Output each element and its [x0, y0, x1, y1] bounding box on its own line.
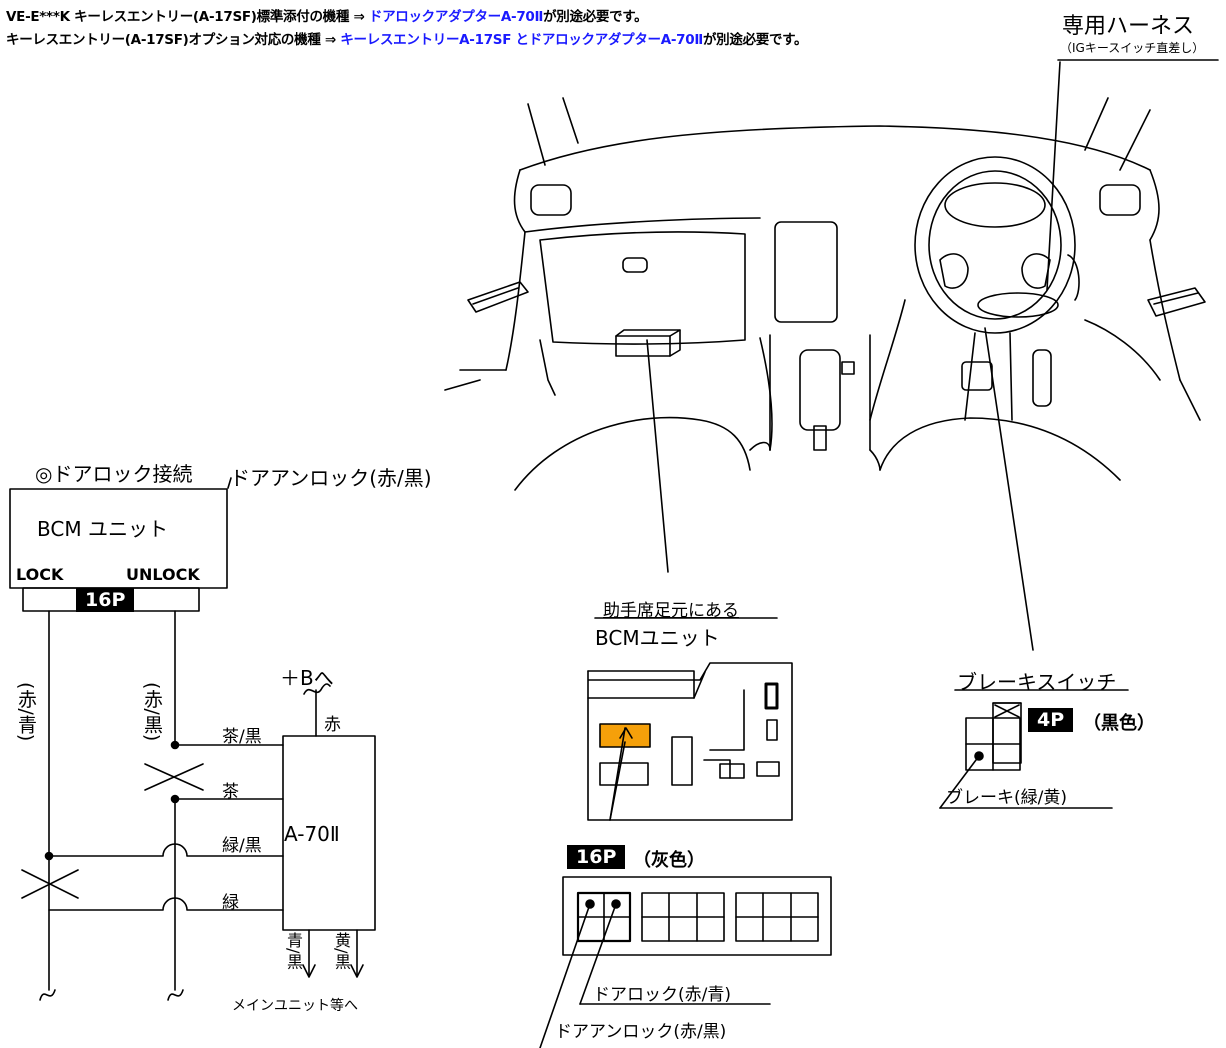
- door-lock-connection-title: ◎ドアロック接続: [35, 462, 193, 486]
- brake-switch-title: ブレーキスイッチ: [957, 670, 1117, 694]
- door-unlock-red-black-label: ドアアンロック(赤/黒): [555, 1022, 727, 1042]
- brown-wire-label: 茶: [222, 782, 239, 802]
- brake-wire-label: ブレーキ(緑/黄): [946, 788, 1067, 808]
- header-line-2: キーレスエントリー(A-17SF)オプション対応の機種 ⇒ キーレスエントリーA…: [6, 28, 808, 48]
- green-black-wire-label: 緑/黒: [222, 836, 262, 856]
- header-line-2-suffix: が別途必要です。: [702, 32, 808, 48]
- header-line-1-suffix: が別途必要です。: [543, 9, 648, 25]
- brake-pointer-line: [984, 327, 1034, 651]
- header-line-1: VE-E***K キーレスエントリー(A-17SF)標準添付の機種 ⇒ ドアロッ…: [6, 5, 648, 25]
- door-lock-adapter-link: ドアロックアダプターA-70Ⅱ: [368, 9, 544, 25]
- blue-black-output-label: 青/黒: [284, 932, 303, 970]
- a70-adapter-label: A-70Ⅱ: [284, 822, 340, 846]
- bcm-connector-color: （灰色）: [633, 850, 705, 871]
- bcm-connector-highlight: [599, 723, 651, 748]
- car-interior-illustration: [444, 97, 1206, 491]
- bcm-unit-detail: [539, 617, 832, 1048]
- brown-black-wire-label: 茶/黒: [222, 727, 262, 747]
- wire-red-blue-label: (赤/青): [15, 682, 37, 742]
- harness-note: （IGキースイッチ直差し）: [1060, 41, 1205, 55]
- bcm-box-title: BCM ユニット: [37, 517, 168, 541]
- green-wire-label: 緑: [222, 893, 239, 913]
- to-main-unit-label: メインユニット等へ: [232, 998, 358, 1014]
- harness-pointer-line: [1046, 61, 1061, 291]
- yellow-black-output-label: 黄/黒: [332, 932, 351, 970]
- bcm-location-title-2: BCMユニット: [595, 626, 720, 650]
- wiring-schematic: [9, 477, 376, 1001]
- lock-terminal-label: LOCK: [16, 565, 64, 584]
- door-unlock-wire-label: ドアアンロック(赤/黒): [230, 466, 432, 490]
- brake-4p-tag: 4P: [1028, 708, 1074, 732]
- header-line-1-text: VE-E***K キーレスエントリー(A-17SF)標準添付の機種 ⇒: [6, 9, 369, 25]
- unlock-terminal-label: UNLOCK: [126, 565, 200, 584]
- a70-adapter-box: [282, 735, 376, 931]
- keyless-entry-link: キーレスエントリーA-17SF とドアロックアダプターA-70Ⅱ: [340, 32, 703, 48]
- brake-connector-color: （黒色）: [1083, 713, 1155, 734]
- wire-red-black-label: (赤/黒): [141, 682, 163, 742]
- door-lock-red-blue-label: ドアロック(赤/青): [593, 985, 731, 1005]
- unlock-callout-tick: [227, 477, 232, 489]
- harness-title: 専用ハーネス: [1062, 14, 1195, 39]
- brake-switch-connector: [939, 689, 1129, 809]
- bcm-16p-tag: 16P: [567, 845, 626, 869]
- bcm-location-title-1: 助手席足元にある: [603, 601, 739, 621]
- bcm-pointer-line: [646, 339, 669, 573]
- red-wire-label: 赤: [324, 715, 341, 735]
- plus-b-label: ＋Bへ: [280, 666, 334, 690]
- header-line-2-text: キーレスエントリー(A-17SF)オプション対応の機種 ⇒: [6, 32, 341, 48]
- bcm-16p-connector: [562, 876, 832, 956]
- bcm-connector-16p-tag: 16P: [76, 588, 135, 612]
